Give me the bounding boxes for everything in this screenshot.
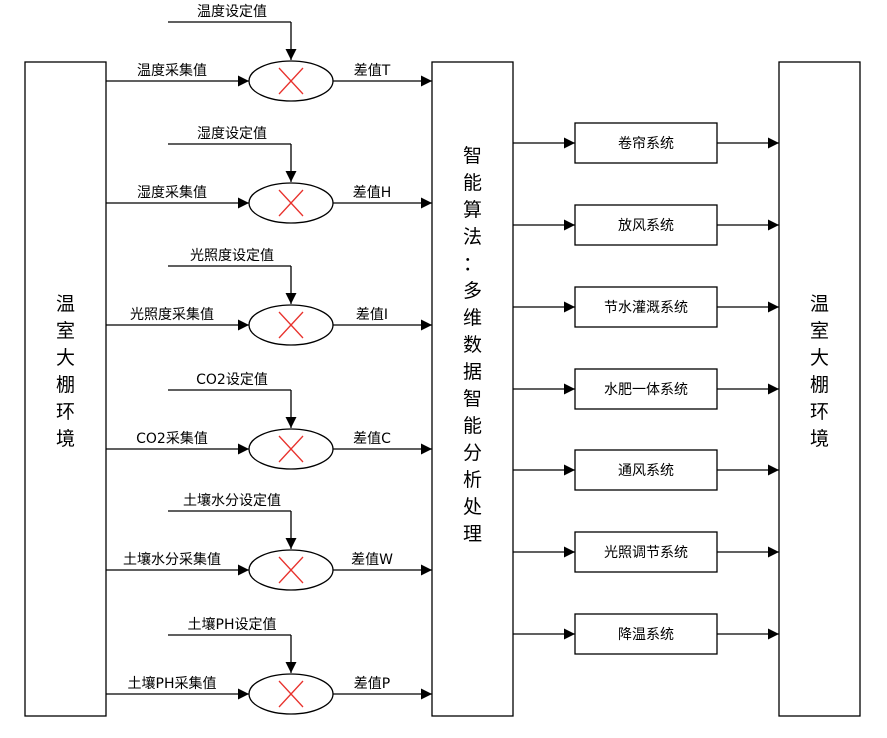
system-label: 通风系统 [618,463,674,479]
system-box [574,122,718,164]
system-box [574,613,718,655]
system-box [574,449,718,491]
difference-label: 差值W [351,552,393,568]
system-label: 水肥一体系统 [604,382,688,398]
setpoint-label: 土壤水分设定值 [183,492,281,509]
system-label: 光照调节系统 [604,545,688,561]
system-row: 通风系统 [513,449,779,491]
system-box [574,368,718,410]
comparator-row: CO2设定值 CO2采集值 差值C [106,372,432,470]
system-row: 放风系统 [513,204,779,246]
difference-label: 差值P [354,676,390,692]
system-row: 降温系统 [513,613,779,655]
sensor-label: 湿度采集值 [137,184,207,201]
comparator-cross-mark [278,435,304,463]
setpoint-label: 光照度设定值 [190,248,274,264]
setpoint-label: 土壤PH设定值 [188,616,277,633]
sensor-label: 光照度采集值 [130,306,214,323]
system-label: 卷帘系统 [618,136,674,152]
comparator-cross-mark [278,67,304,95]
sensor-label: 土壤水分采集值 [123,551,221,568]
algorithm-label: 智能算法：多维数据智能分析处理 [463,145,482,545]
comparator-rows: 温度设定值温度采集值差值T湿度设定值湿度采集值差值H光照度设定值光照度采集值差值… [106,4,432,715]
setpoint-label: 湿度设定值 [197,126,267,142]
system-box [574,204,718,246]
system-row: 光照调节系统 [513,531,779,573]
system-label: 节水灌溉系统 [604,300,688,316]
comparator-cross-mark [278,556,304,584]
right-environment-label: 温室大棚环境 [810,293,829,450]
comparator-cross-mark [278,189,304,217]
difference-label: 差值T [354,63,391,79]
left-environment-label: 温室大棚环境 [56,293,75,450]
system-row: 节水灌溉系统 [513,286,779,328]
setpoint-label: 温度设定值 [197,4,267,20]
system-label: 降温系统 [618,627,674,643]
sensor-label: 温度采集值 [137,62,207,79]
difference-label: 差值H [353,185,392,201]
difference-label: 差值I [356,307,388,323]
left-environment-block: 温室大棚环境 [24,61,107,717]
comparator-cross-mark [278,311,304,339]
algorithm-block: 智能算法：多维数据智能分析处理 [431,61,514,717]
sensor-label: 土壤PH采集值 [128,675,217,692]
comparator-cross-mark [278,680,304,708]
system-box [574,286,718,328]
system-row: 卷帘系统 [513,122,779,164]
setpoint-label: CO2设定值 [196,372,268,388]
system-row: 水肥一体系统 [513,368,779,410]
difference-label: 差值C [353,431,391,447]
right-environment-block: 温室大棚环境 [778,61,861,717]
sensor-label: CO2采集值 [136,430,208,447]
system-label: 放风系统 [618,218,674,234]
